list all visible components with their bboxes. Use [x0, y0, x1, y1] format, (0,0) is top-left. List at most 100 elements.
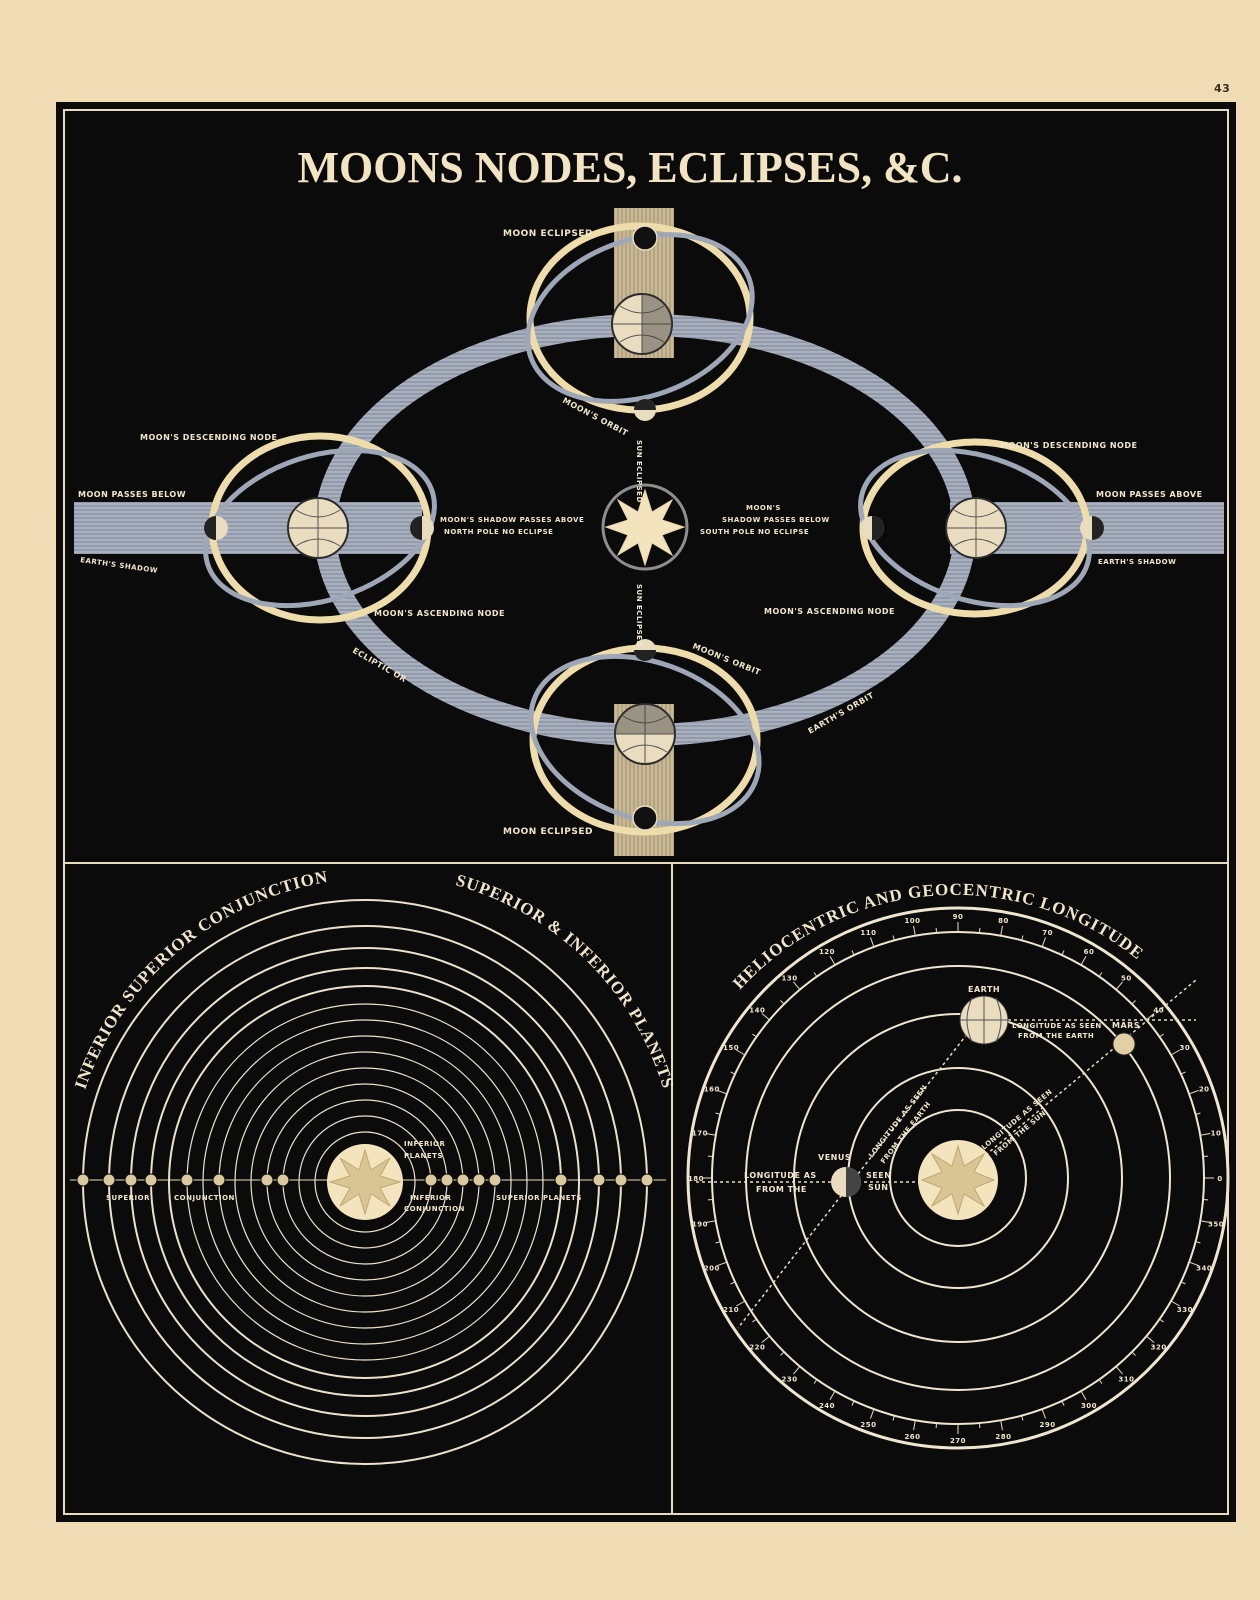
scale-number: 80 — [998, 917, 1009, 925]
scale-number: 220 — [749, 1343, 765, 1351]
scale-tick — [1000, 925, 1003, 936]
mars-orbit — [745, 965, 1171, 1391]
scale-number: 10 — [1211, 1130, 1222, 1138]
scale-number: 70 — [1042, 929, 1053, 937]
scale-tick — [813, 1379, 818, 1384]
planet-marker — [592, 1173, 606, 1187]
scale-tick — [913, 925, 916, 936]
scale-number: 270 — [950, 1437, 966, 1445]
scale-tick — [851, 950, 855, 956]
longitude-scale-outer — [686, 906, 1230, 1450]
scale-tick — [705, 1220, 716, 1223]
scale-number: 350 — [1208, 1220, 1224, 1228]
moon-eclipsed-top — [632, 225, 658, 251]
label-shadow-above-1: MOON'S SHADOW PASSES ABOVE — [440, 516, 584, 524]
mars-planet — [1112, 1032, 1136, 1056]
label-inferior-planets-1: INFERIOR — [404, 1140, 445, 1148]
planet-marker — [614, 1173, 628, 1187]
shadow-band-left — [74, 502, 422, 554]
scale-tick — [1180, 1071, 1186, 1075]
scale-tick — [1041, 1408, 1047, 1419]
scale-number: 320 — [1151, 1343, 1167, 1351]
label-mars: MARS — [1112, 1021, 1140, 1030]
label-asc-node-right: MOON'S ASCENDING NODE — [764, 607, 895, 616]
scale-tick — [1061, 950, 1065, 956]
orbit-ring — [314, 1131, 416, 1233]
scale-tick — [761, 1335, 770, 1343]
planet-marker — [180, 1173, 194, 1187]
label-shadow-below-3: SOUTH POLE NO ECLIPSE — [700, 528, 809, 536]
scale-tick — [851, 1400, 855, 1406]
scale-number: 180 — [688, 1175, 704, 1183]
scale-tick — [1115, 981, 1123, 990]
earth-planet — [959, 995, 1009, 1045]
scale-number: 210 — [723, 1306, 739, 1314]
label-shadow-below-2: SHADOW PASSES BELOW — [722, 516, 830, 524]
label-passes-above: MOON PASSES ABOVE — [1096, 490, 1203, 499]
planet-markers — [76, 1173, 654, 1187]
scale-number: 20 — [1199, 1085, 1210, 1093]
scale-number: 150 — [723, 1044, 739, 1052]
scale-tick — [1188, 1089, 1199, 1095]
label-sun: SUN — [868, 1183, 888, 1192]
label-superior-conjunction-2: CONJUNCTION — [174, 1194, 235, 1202]
label-shadow-above-2: NORTH POLE NO ECLIPSE — [444, 528, 553, 536]
scale-tick — [869, 937, 875, 948]
moon-eclipsed-bottom — [632, 805, 658, 831]
scale-tick — [1080, 1390, 1087, 1400]
scale-tick — [1021, 935, 1024, 941]
planet-marker — [212, 1173, 226, 1187]
scale-tick — [717, 1089, 728, 1095]
sun-center-left — [327, 1144, 403, 1220]
scale-number: 0 — [1217, 1175, 1222, 1183]
page-number: 43 — [1214, 82, 1230, 95]
scale-number: 290 — [1040, 1421, 1056, 1429]
label-superior-planets: SUPERIOR PLANETS — [496, 1194, 582, 1202]
planet-marker — [124, 1173, 138, 1187]
plate-title: MOONS NODES, ECLIPSES, &C. — [297, 143, 962, 192]
scale-tick — [1195, 1241, 1201, 1244]
scale-number: 40 — [1153, 1007, 1164, 1015]
scale-tick — [1061, 1400, 1065, 1406]
scale-tick — [1041, 937, 1047, 948]
label-sun-eclipsed-top: SUN ECLIPSED — [635, 440, 643, 503]
scale-number: 230 — [782, 1376, 798, 1384]
label-earths-shadow-right: EARTH'S SHADOW — [1098, 558, 1176, 566]
scale-tick — [813, 972, 818, 977]
moon-left-inner — [410, 516, 434, 540]
label-inferior-conjunction-2: CONJUNCTION — [404, 1205, 465, 1213]
scale-tick — [717, 1261, 728, 1267]
scale-tick — [1098, 972, 1103, 977]
scale-tick — [1000, 1420, 1003, 1431]
earth-orbit — [793, 1013, 1123, 1343]
scale-tick — [1021, 1415, 1024, 1421]
scale-tick — [1200, 1220, 1211, 1223]
planet-marker — [440, 1173, 454, 1187]
scale-tick — [869, 1408, 875, 1419]
label-seen: SEEN — [866, 1171, 891, 1180]
longitude-ticks — [702, 922, 1214, 1434]
scale-number: 120 — [819, 948, 835, 956]
scale-tick — [829, 956, 836, 966]
earth-globe-left — [287, 497, 349, 559]
scale-number: 130 — [782, 974, 798, 982]
scale-tick — [1180, 1281, 1186, 1285]
scale-tick — [730, 1281, 736, 1285]
label-earth: EARTH — [968, 985, 1000, 994]
mercury-orbit — [889, 1109, 1027, 1247]
planet-marker — [488, 1173, 502, 1187]
scale-number: 340 — [1196, 1265, 1212, 1273]
scale-number: 50 — [1121, 974, 1132, 982]
planet-marker — [640, 1173, 654, 1187]
moon-left-outer — [204, 516, 228, 540]
scale-tick — [1080, 956, 1087, 966]
earth-globe-top — [611, 293, 673, 355]
scale-number: 30 — [1180, 1044, 1191, 1052]
longitude-scale-numbers: 0102030405060708090100110120130140150160… — [688, 913, 1224, 1445]
scale-number: 240 — [819, 1402, 835, 1410]
moon-new-top — [634, 399, 656, 421]
scale-tick — [736, 1049, 746, 1056]
label-long-earth-top-2: FROM THE EARTH — [1018, 1032, 1094, 1040]
scale-tick — [1188, 1261, 1199, 1267]
scale-tick — [730, 1071, 736, 1075]
